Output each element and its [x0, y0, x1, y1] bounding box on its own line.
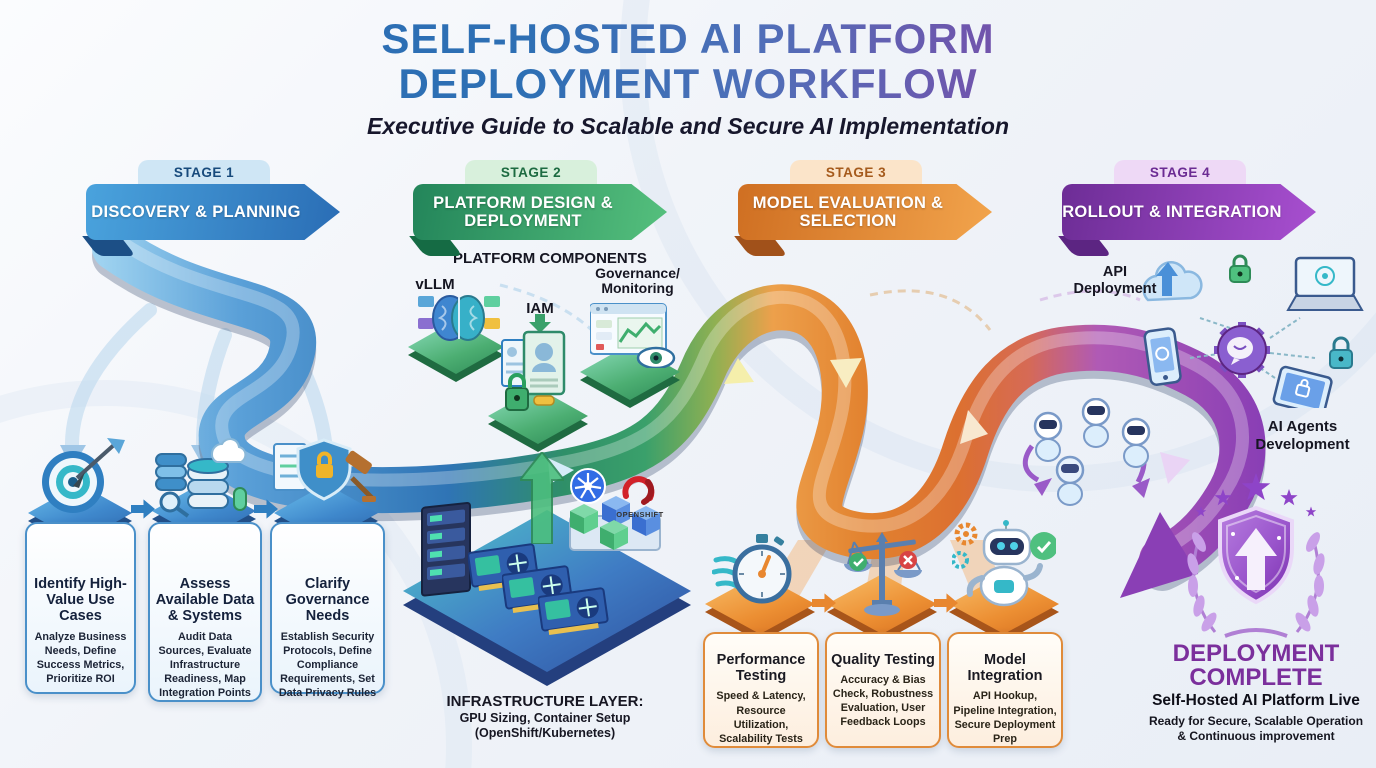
robot-mini — [1081, 398, 1111, 448]
platform-components-title: PLATFORM COMPONENTS — [453, 250, 647, 267]
deployment-complete-desc2: & Continuous improvement — [1177, 729, 1335, 743]
stage-3-title: MODEL EVALUATION & SELECTION — [738, 184, 992, 240]
brain-icon — [418, 295, 500, 341]
card-desc: API Hookup, Pipeline Integration, Secure… — [953, 690, 1057, 745]
robot-icon — [952, 520, 1056, 607]
stage1-card-assess: Assess Available Data & Systems Audit Da… — [148, 522, 262, 702]
infra-line2: (OpenShift/Kubernetes) — [474, 726, 616, 740]
card-desc: Analyze Business Needs, Define Success M… — [34, 630, 127, 685]
robot-mini — [1055, 455, 1085, 506]
stage1-card-identify: Identify High-Value Use Cases Analyze Bu… — [25, 522, 136, 694]
deployment-complete-sub: Self-Hosted AI Platform Live — [1152, 692, 1360, 709]
deployment-badge-icon — [1187, 473, 1325, 638]
server-rack-icon — [421, 502, 471, 597]
kubernetes-icon — [570, 468, 606, 504]
up-arrow-icon — [520, 452, 564, 544]
title-line-2: DEPLOYMENT WORKFLOW — [0, 61, 1376, 107]
data-systems-icon — [155, 438, 247, 518]
stage3-card-quality: Quality Testing Accuracy & Bias Check, R… — [825, 632, 941, 748]
laptop-icon — [1286, 256, 1364, 311]
card-desc: Accuracy & Bias Check, Robustness Evalua… — [832, 674, 934, 729]
ribbon-arrowhead — [1120, 512, 1198, 598]
robot-mini — [1121, 417, 1151, 468]
component-governance-label: Governance/ Monitoring — [595, 265, 680, 297]
stage-4-title: ROLLOUT & INTEGRATION — [1062, 184, 1316, 240]
ai-agents-label: AI Agents Development — [1255, 418, 1350, 453]
page-title: SELF-HOSTED AI PLATFORM DEPLOYMENT WORKF… — [0, 16, 1376, 140]
stage-2-banner: STAGE 2 PLATFORM DESIGN & DEPLOYMENT — [409, 160, 667, 264]
stage-2-tab: STAGE 2 — [465, 160, 597, 185]
cloud-upload-icon — [1142, 261, 1203, 302]
openshift-icon — [622, 476, 655, 505]
balance-scale-icon — [844, 532, 922, 616]
card-desc: Speed & Latency, Resource Utilization, S… — [716, 690, 806, 745]
robot-mini — [1033, 411, 1063, 462]
stopwatch-icon — [712, 534, 792, 604]
card-title: Clarify Governance Needs — [285, 576, 370, 625]
stage1-card-governance: Clarify Governance Needs Establish Secur… — [270, 522, 385, 699]
api-deployment-label: API Deployment — [1073, 264, 1157, 297]
openshift-label: OPENSHIFT — [616, 510, 664, 519]
container-blocks-icon — [569, 496, 661, 551]
page-subtitle: Executive Guide to Scalable and Secure A… — [366, 112, 1010, 139]
component-iam-label: IAM — [526, 300, 554, 317]
card-desc: Establish Security Protocols, Define Com… — [278, 630, 377, 699]
api-deployment-network — [1142, 254, 1364, 408]
card-title: Model Integration — [967, 652, 1043, 685]
card-desc: Audit Data Sources, Evaluate Infrastruct… — [158, 630, 252, 699]
component-vllm-label: vLLM — [415, 276, 455, 293]
stage3-card-integration: Model Integration API Hookup, Pipeline I… — [947, 632, 1063, 748]
deployment-complete-desc1: Ready for Secure, Scalable Operation — [1148, 714, 1364, 728]
title-line-1: SELF-HOSTED AI PLATFORM — [0, 16, 1376, 62]
card-title: Identify High-Value Use Cases — [34, 576, 127, 625]
stage-3-banner: STAGE 3 MODEL EVALUATION & SELECTION — [734, 160, 992, 264]
card-title: Assess Available Data & Systems — [155, 576, 255, 625]
stage-4-tab: STAGE 4 — [1114, 160, 1246, 185]
id-card-lock-icon — [501, 330, 566, 411]
laurel-wreath — [1187, 532, 1325, 638]
phone-icon — [1143, 327, 1182, 386]
stage-4-banner: STAGE 4 ROLLOUT & INTEGRATION — [1058, 160, 1316, 264]
stage-2-title: PLATFORM DESIGN & DEPLOYMENT — [413, 184, 667, 240]
lock-icon — [1229, 254, 1251, 283]
stage-1-tab: STAGE 1 — [138, 160, 270, 185]
governance-shield-icon — [273, 438, 376, 502]
lock-icon — [1329, 336, 1353, 369]
infra-line1: GPU Sizing, Container Setup — [459, 711, 631, 725]
deployment-complete-title: DEPLOYMENT COMPLETE — [1172, 640, 1340, 692]
stage-1-banner: STAGE 1 DISCOVERY & PLANNING — [82, 160, 340, 264]
gpu-card-icon — [538, 587, 609, 635]
target-icon — [42, 438, 125, 513]
tablet-icon — [1272, 365, 1333, 408]
stage-1-title: DISCOVERY & PLANNING — [86, 184, 340, 240]
ai-agents-robots-icon — [1022, 398, 1151, 506]
stage3-card-performance: Performance Testing Speed & Latency, Res… — [703, 632, 819, 748]
api-gear-icon — [1214, 322, 1270, 378]
infra-title: INFRASTRUCTURE LAYER: — [446, 693, 644, 710]
stage-3-tab: STAGE 3 — [790, 160, 922, 185]
card-title: Performance Testing — [716, 652, 806, 685]
dashboard-eye-icon — [590, 303, 676, 368]
card-title: Quality Testing — [831, 652, 935, 668]
down-arrow-icon — [529, 314, 551, 333]
